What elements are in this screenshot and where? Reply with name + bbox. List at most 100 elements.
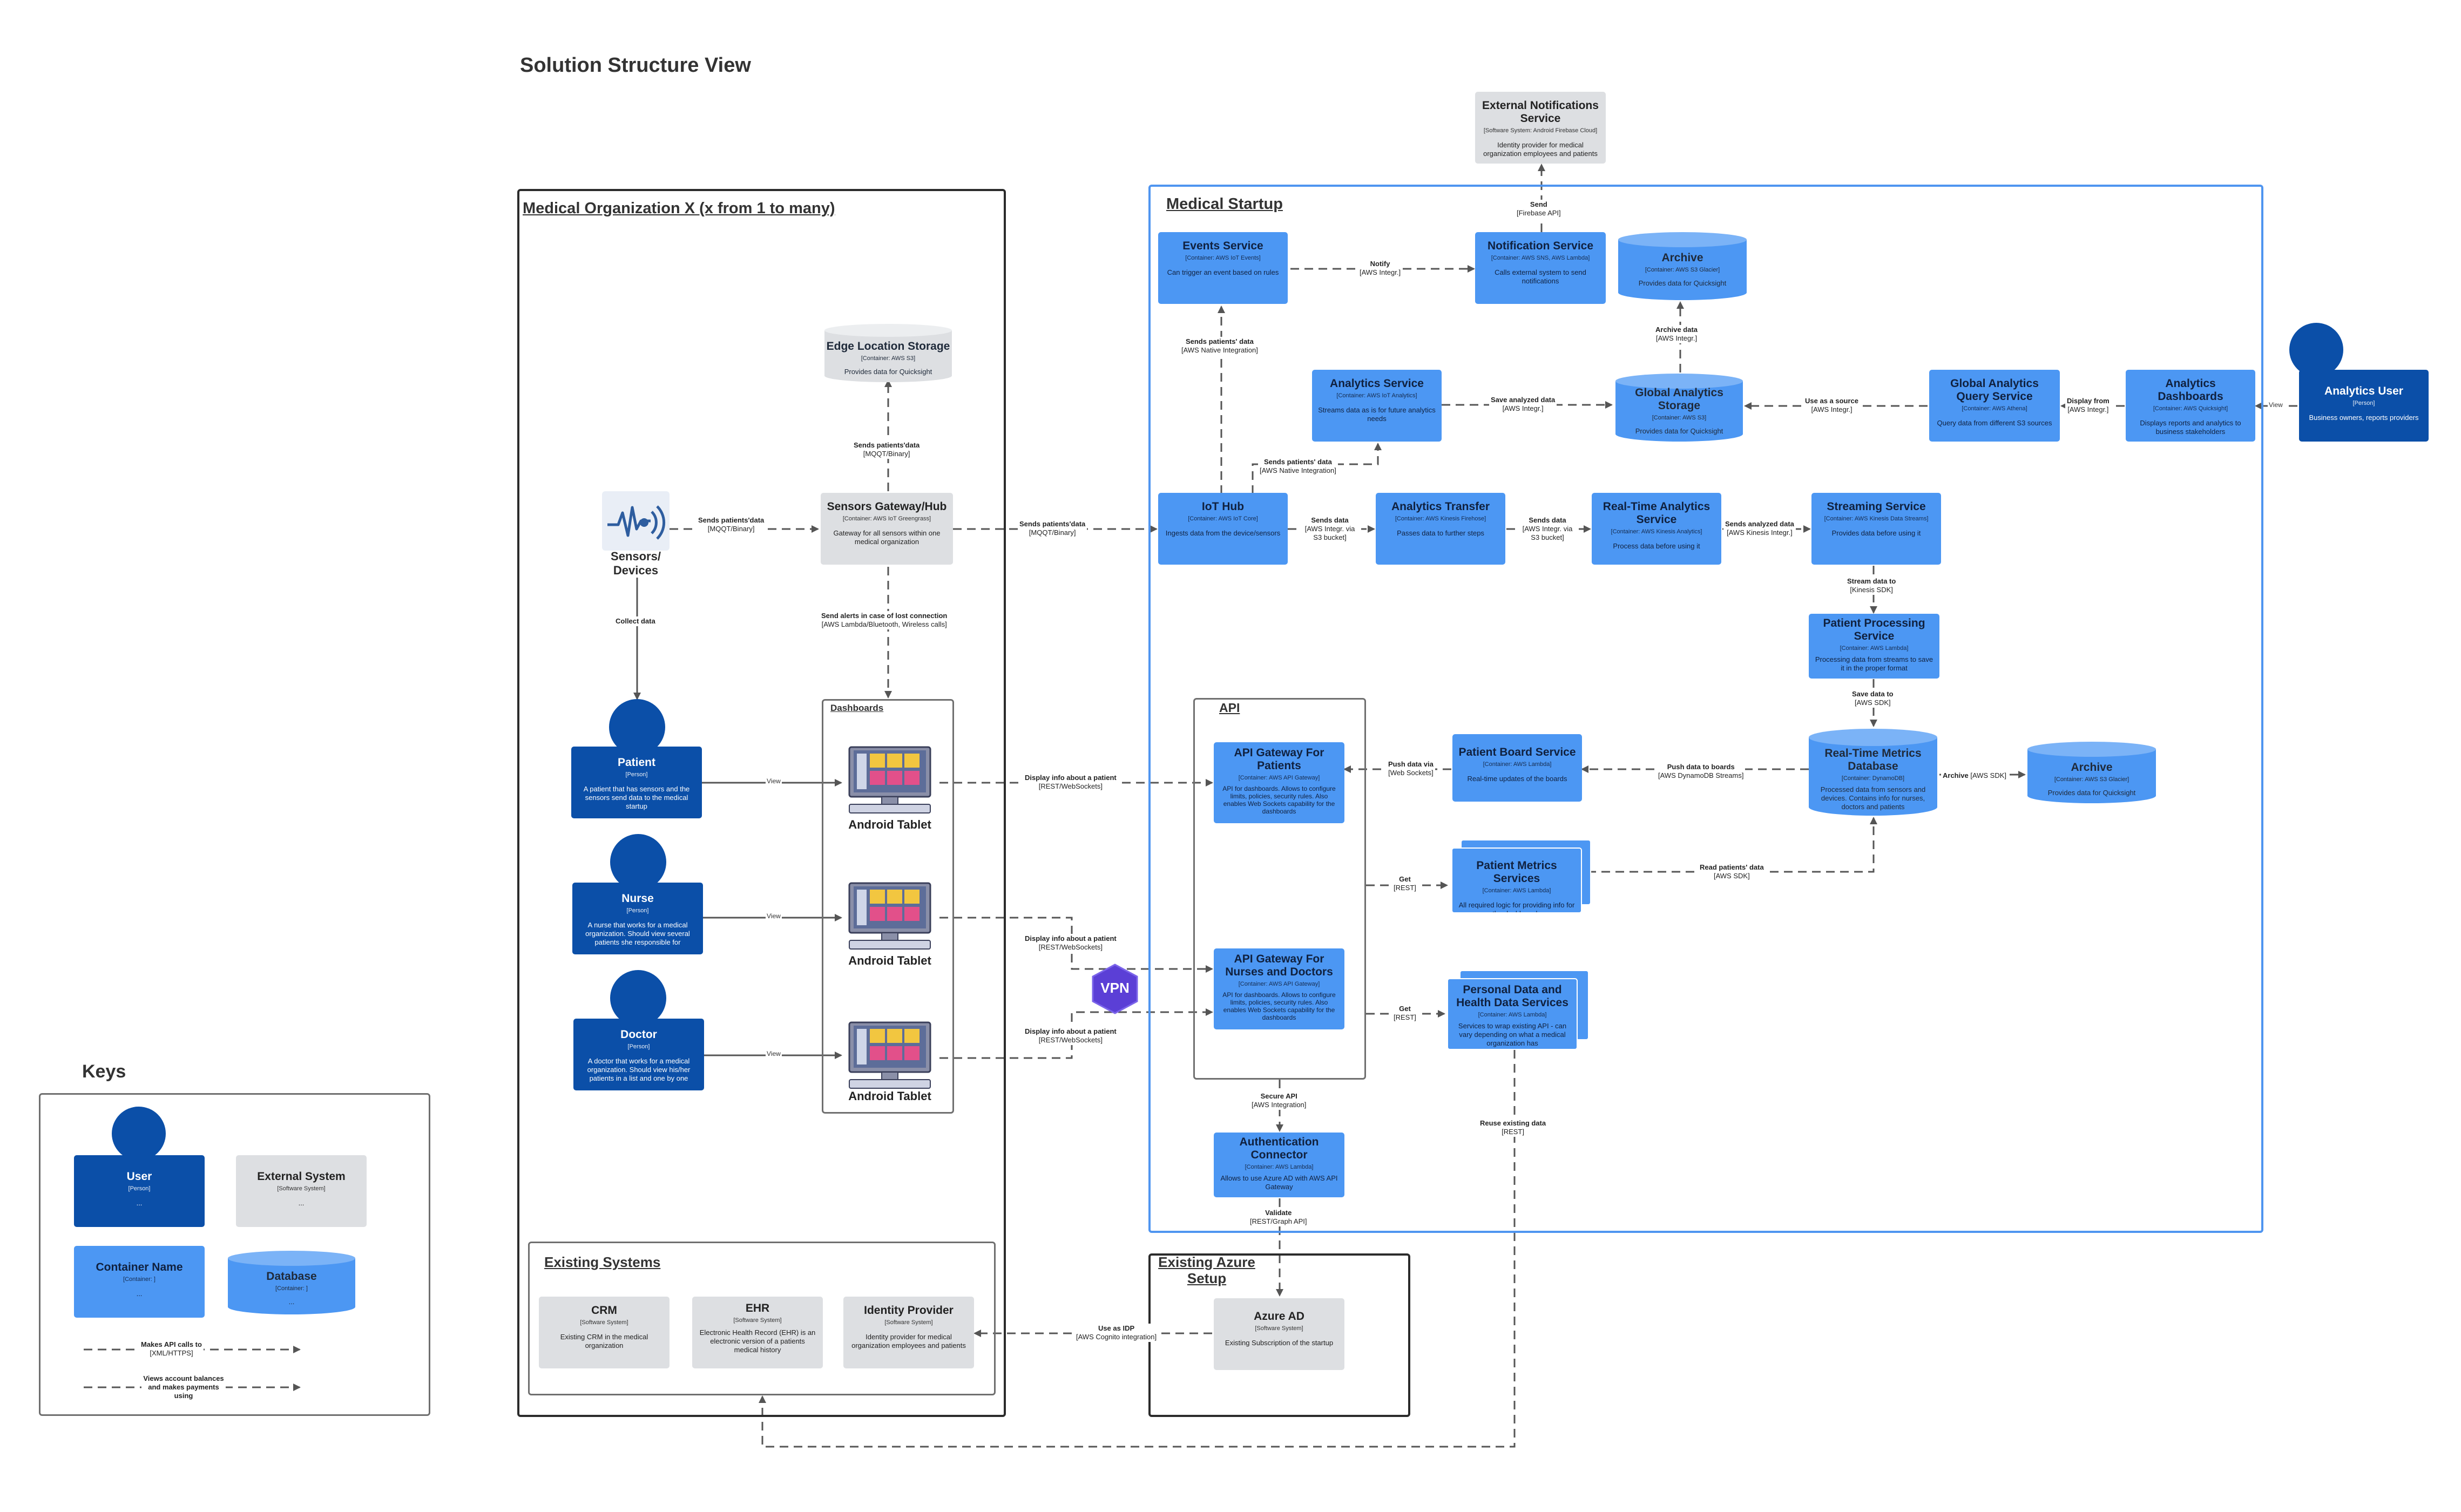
key-line-1-label: Makes API calls to[XML/HTTPS]	[139, 1340, 204, 1358]
patient-head	[609, 699, 665, 755]
startup-boundary	[1148, 185, 2263, 1233]
edge-label-iot-events: Sends patients' data[AWS Native Integrat…	[1180, 337, 1260, 355]
analytics-user-person[interactable]: Analytics User [Person] Business owners,…	[2299, 370, 2429, 442]
authentication-connector[interactable]: Authentication Connector [Container: AWS…	[1214, 1133, 1344, 1197]
real-time-analytics-service[interactable]: Real-Time Analytics Service [Container: …	[1592, 493, 1721, 565]
sensors-icon	[602, 491, 670, 551]
edge-label-use-as-source: Use as a source[AWS Integr.]	[1803, 396, 1861, 415]
archive-top-database[interactable]: Archive [Container: AWS S3 Glacier] Prov…	[1617, 231, 1748, 301]
key-user: User [Person] ...	[74, 1155, 205, 1227]
notification-service[interactable]: Notification Service [Container: AWS SNS…	[1475, 232, 1606, 304]
edge-label-save-to: Save data to[AWS SDK]	[1850, 689, 1895, 708]
edge-label-archive-sdk: Archive [AWS SDK]	[1941, 771, 2009, 781]
api-gateway-patients[interactable]: API Gateway For Patients [Container: AWS…	[1214, 742, 1344, 823]
edge-label-view-au: View	[2268, 401, 2284, 409]
dashboards-label: Dashboards	[830, 703, 884, 713]
android-tablet-1[interactable]: Android Tablet	[844, 745, 936, 837]
edge-label-sensor-sends: Sends patients'data[MQQT/Binary]	[697, 516, 766, 534]
streaming-service[interactable]: Streaming Service [Container: AWS Kinesi…	[1811, 493, 1941, 565]
edge-label-push-boards: Push data to boards[AWS DynamoDB Streams…	[1657, 762, 1746, 781]
monitor-icon	[848, 746, 931, 813]
edge-label-get2: Get[REST]	[1392, 1004, 1418, 1022]
global-analytics-query-service[interactable]: Global Analytics Query Service [Containe…	[1929, 370, 2060, 442]
key-user-head	[112, 1107, 166, 1161]
edge-label-transfer-sends: Sends data[AWS Integr. via S3 bucket]	[1516, 516, 1579, 543]
edge-label-validate: Validate[REST/Graph API]	[1248, 1208, 1309, 1226]
edge-label-rt-sends: Sends analyzed data[AWS Kinesis Integr.]	[1723, 519, 1796, 538]
edge-label-read-patients: Read patients' data[AWS SDK]	[1698, 863, 1766, 881]
edge-label-get1: Get[REST]	[1392, 874, 1418, 893]
key-external-system: External System [Software System] ...	[236, 1155, 367, 1227]
azure-ad-system[interactable]: Azure AD [Software System] Existing Subs…	[1214, 1298, 1344, 1370]
patient-board-service[interactable]: Patient Board Service [Container: AWS La…	[1452, 734, 1582, 802]
api-label: API	[1219, 701, 1240, 715]
edge-label-gateway-sends: Sends patients'data[MQQT/Binary]	[1018, 519, 1087, 538]
edge-label-display1: Display info about a patient[REST/WebSoc…	[1023, 773, 1118, 791]
edge-label-stream-to: Stream data to[Kinesis SDK]	[1845, 577, 1898, 595]
events-service[interactable]: Events Service [Container: AWS IoT Event…	[1158, 232, 1288, 304]
edge-label-view1: View	[766, 777, 782, 785]
keys-boundary	[39, 1093, 430, 1416]
patient-processing-service[interactable]: Patient Processing Service [Container: A…	[1809, 614, 1939, 679]
sensors-gateway-hub[interactable]: Sensors Gateway/Hub [Container: AWS IoT …	[821, 493, 953, 565]
vpn-label: VPN	[1100, 980, 1130, 996]
android-tablet-3[interactable]: Android Tablet	[844, 1020, 936, 1112]
key-line-2-label: Views account balances and makes payment…	[141, 1374, 226, 1401]
startup-label: Medical Startup	[1166, 195, 1283, 213]
medical-org-label: Medical Organization X (x from 1 to many…	[523, 200, 835, 217]
nurse-person[interactable]: Nurse [Person] A nurse that works for a …	[572, 883, 703, 954]
edge-label-collect: Collect data	[614, 616, 657, 626]
azure-label: Existing Azure Setup	[1158, 1254, 1255, 1286]
monitor-icon	[848, 882, 931, 950]
patient-metrics-services[interactable]: Patient Metrics Services [Container: AWS…	[1451, 847, 1582, 913]
iot-hub[interactable]: IoT Hub [Container: AWS IoT Core] Ingest…	[1158, 493, 1288, 565]
doctor-person[interactable]: Doctor [Person] A doctor that works for …	[573, 1019, 704, 1090]
vpn-icon: VPN	[1092, 964, 1138, 1014]
key-database: Database [Container: ] ...	[227, 1250, 356, 1316]
crm-system[interactable]: CRM [Software System] Existing CRM in th…	[539, 1297, 670, 1368]
keys-title: Keys	[82, 1061, 126, 1082]
edge-label-secure-api: Secure API[AWS Integration]	[1250, 1091, 1308, 1110]
sensors-caption: Sensors/ Devices	[611, 550, 661, 577]
archive-mid-database[interactable]: Archive [Container: AWS S3 Glacier] Prov…	[2026, 741, 2157, 804]
page-title: Solution Structure View	[520, 54, 751, 77]
edge-label-send: Send[Firebase API]	[1515, 200, 1563, 218]
edge-label-iot-analytics: Sends patients' data[AWS Native Integrat…	[1258, 457, 1338, 476]
dashboards-boundary	[822, 699, 954, 1114]
edge-label-view2: View	[766, 912, 782, 920]
edge-label-display3: Display info about a patient[REST/WebSoc…	[1023, 1027, 1118, 1045]
analytics-dashboards[interactable]: Analytics Dashboards [Container: AWS Qui…	[2126, 370, 2255, 442]
edge-label-archive-data: Archive data[AWS Integr.]	[1654, 325, 1700, 343]
monitor-icon	[848, 1021, 931, 1089]
analytics-service[interactable]: Analytics Service [Container: AWS IoT An…	[1312, 370, 1442, 442]
nurse-head	[610, 834, 666, 890]
edge-label-edge-sends: Sends patients'data[MQQT/Binary]	[852, 440, 922, 459]
external-notifications-service[interactable]: External Notifications Service [Software…	[1475, 92, 1606, 164]
edge-label-use-idp: Use as IDP[AWS Cognito integration]	[1074, 1324, 1159, 1342]
edge-label-notify: Notify[AWS Integr.]	[1358, 259, 1403, 277]
android-tablet-2[interactable]: Android Tablet	[844, 881, 936, 973]
real-time-metrics-database[interactable]: Real-Time Metrics Database [Container: D…	[1808, 728, 1938, 817]
edge-label-display2: Display info about a patient[REST/WebSoc…	[1023, 934, 1118, 952]
edge-label-reuse: Reuse existing data[REST]	[1478, 1118, 1548, 1137]
ehr-system[interactable]: EHR [Software System] Electronic Health …	[692, 1297, 823, 1368]
doctor-head	[610, 970, 666, 1026]
edge-label-view3: View	[766, 1050, 782, 1057]
personal-data-services[interactable]: Personal Data and Health Data Services […	[1447, 978, 1578, 1050]
edge-label-save-analyzed: Save analyzed data[AWS Integr.]	[1489, 395, 1557, 413]
analytics-transfer[interactable]: Analytics Transfer [Container: AWS Kines…	[1376, 493, 1505, 565]
edge-label-display-from: Display from[AWS Integr.]	[2065, 396, 2111, 415]
patient-person[interactable]: Patient [Person] A patient that has sens…	[571, 747, 702, 818]
analytics-user-head	[2289, 323, 2343, 377]
edge-location-storage-database[interactable]: Edge Location Storage [Container: AWS S3…	[823, 323, 953, 383]
identity-provider-system[interactable]: Identity Provider [Software System] Iden…	[843, 1297, 974, 1368]
edge-label-iot-sends: Sends data[AWS Integr. via S3 bucket]	[1299, 516, 1361, 543]
global-analytics-storage-database[interactable]: Global Analytics Storage [Container: AWS…	[1614, 372, 1744, 443]
edge-label-alerts: Send alerts in case of lost connection[A…	[820, 611, 949, 629]
edge-label-push-via: Push data via[Web Sockets]	[1387, 760, 1435, 778]
medical-org-boundary	[517, 189, 1006, 1417]
key-container: Container Name [Container: ] ...	[74, 1246, 205, 1318]
api-boundary	[1193, 698, 1366, 1080]
api-gateway-nurses-doctors[interactable]: API Gateway For Nurses and Doctors [Cont…	[1214, 948, 1344, 1029]
existing-systems-boundary	[528, 1242, 996, 1395]
